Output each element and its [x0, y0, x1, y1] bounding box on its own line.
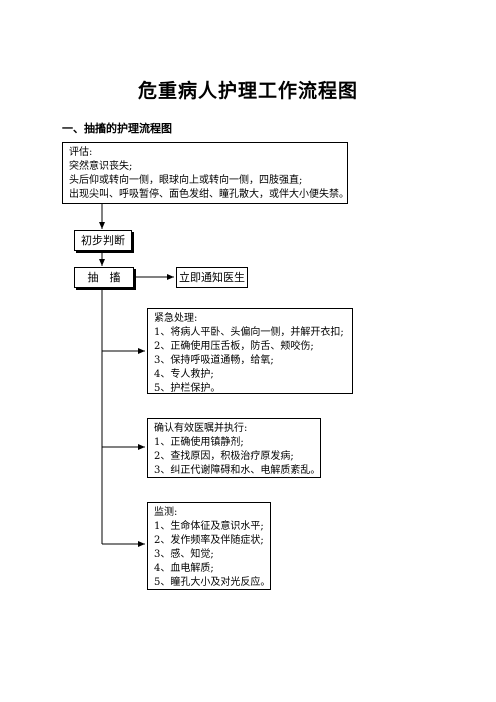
emergency-line: 3、保持呼吸道通畅，给氧; — [154, 355, 274, 366]
monitor-line: 4、血电解质; — [154, 563, 214, 574]
emergency-line: 5、护栏保护。 — [154, 383, 221, 394]
seizure-box: 抽 搐 — [74, 267, 134, 288]
emergency-box: 紧急处理: 1、将病人平卧、头偏向一侧，并解开衣扣; 2、正确使用压舌板，防舌、… — [147, 308, 353, 394]
emergency-line: 1、将病人平卧、头偏向一侧，并解开衣扣; — [154, 327, 344, 338]
assessment-line: 头后仰或转向一侧，眼球向上或转向一侧，四肢强直; — [69, 175, 303, 186]
section-heading: 一、抽搐的护理流程图 — [62, 122, 172, 135]
orders-line: 1、正确使用镇静剂; — [154, 437, 244, 448]
monitor-line: 1、生命体征及意识水平; — [154, 521, 264, 532]
assessment-line: 出现尖叫、呼吸暂停、面色发绀、瞳孔散大，或伴大小便失禁。 — [69, 189, 349, 200]
emergency-line: 2、正确使用压舌板，防舌、颊咬伤; — [154, 341, 314, 352]
assessment-line: 突然意识丧失; — [69, 161, 133, 172]
orders-line: 3、纠正代谢障碍和水、电解质紊乱。 — [154, 465, 321, 476]
emergency-line: 紧急处理: — [154, 313, 198, 324]
initial-judgment-box: 初步判断 — [74, 230, 132, 251]
monitor-box: 监测: 1、生命体征及意识水平; 2、发作频率及伴随症状; 3、感、知觉; 4、… — [147, 502, 271, 590]
monitor-line: 5、瞳孔大小及对光反应。 — [154, 577, 271, 588]
orders-line: 确认有效医嘱并执行: — [154, 423, 248, 434]
orders-box: 确认有效医嘱并执行: 1、正确使用镇静剂; 2、查找原因，积极治疗原发病; 3、… — [147, 418, 321, 478]
assessment-box: 评估: 突然意识丧失; 头后仰或转向一侧，眼球向上或转向一侧，四肢强直; 出现尖… — [62, 142, 349, 204]
page-title: 危重病人护理工作流程图 — [137, 80, 358, 102]
notify-doctor-box: 立即通知医生 — [176, 267, 248, 288]
monitor-line: 2、发作频率及伴随症状; — [154, 535, 264, 546]
assessment-line: 评估: — [69, 147, 93, 158]
monitor-line: 3、感、知觉; — [154, 549, 214, 560]
orders-line: 2、查找原因，积极治疗原发病; — [154, 451, 294, 462]
emergency-line: 4、专人救护; — [154, 369, 214, 380]
monitor-line: 监测: — [154, 507, 178, 518]
